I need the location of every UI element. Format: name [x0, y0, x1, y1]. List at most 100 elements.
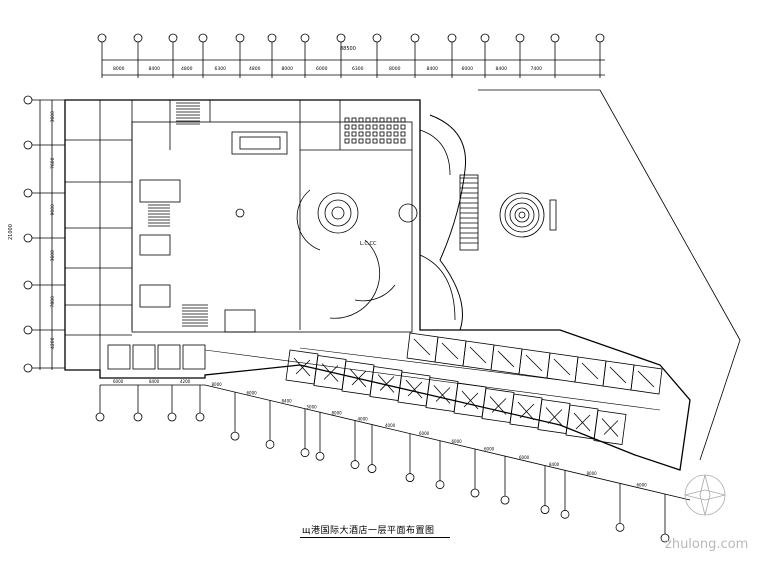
grid-bubble — [300, 33, 310, 43]
plaza-curve — [429, 114, 467, 331]
dimension-label: 6000 — [484, 447, 495, 452]
compass-rose-icon — [684, 474, 726, 516]
dimension-label: 3600 — [50, 250, 56, 262]
grid-bubble — [515, 33, 525, 43]
left-grid-axis — [23, 95, 65, 373]
dimension-label: 8400 — [496, 66, 508, 72]
grid-bubble — [235, 33, 245, 43]
dimension-label: 8000 — [113, 66, 125, 72]
left-total-dimension: 21000 — [8, 224, 14, 240]
dimension-label: 4200 — [50, 337, 56, 349]
dimension-label: 6000 — [316, 66, 328, 72]
guest-room — [107, 344, 131, 370]
grid-bubble — [350, 460, 360, 469]
grid-bubble — [405, 473, 415, 482]
grid-bubble — [133, 412, 143, 422]
grid-bubble — [95, 412, 105, 422]
dimension-label: 7400 — [531, 66, 543, 72]
dimension-label: 6300 — [352, 66, 364, 72]
dimension-label: 8000 — [212, 382, 223, 387]
grid-bubble — [500, 495, 510, 505]
guest-room — [157, 344, 181, 370]
dimension-label: 6000 — [637, 483, 648, 488]
grid-bubble — [540, 505, 550, 514]
grid-bubble — [195, 412, 205, 422]
grid-bubble — [97, 33, 107, 43]
dimension-label: 8400 — [149, 379, 160, 384]
grid-bubble — [23, 188, 33, 198]
dimension-label: 4800 — [181, 66, 193, 72]
dimension-label: 3600 — [50, 111, 56, 123]
dimension-label: 8400 — [282, 399, 293, 404]
dimension-label: 7600 — [50, 157, 56, 169]
grid-bubble — [367, 464, 377, 473]
dimension-label: 4200 — [180, 379, 191, 384]
grid-bubble — [595, 33, 605, 43]
grid-bubble — [435, 480, 445, 490]
dimension-label: 6000 — [113, 379, 124, 384]
grid-bubble — [267, 33, 277, 43]
guest-room — [182, 344, 206, 370]
grid-bubble — [168, 33, 178, 43]
top-grid-axis — [97, 33, 605, 78]
dimension-label: 8400 — [149, 66, 161, 72]
guest-room — [630, 364, 663, 395]
grid-bubble — [410, 33, 420, 43]
fountain — [499, 192, 545, 238]
grid-bubble — [315, 451, 325, 461]
title-underline — [300, 537, 450, 538]
top-total-dimension: 88500 — [340, 46, 356, 52]
grid-bubble — [660, 533, 670, 543]
dimension-label: 8400 — [549, 462, 560, 467]
grid-bubble — [265, 440, 275, 449]
bottom-dimension-chain: 6000 8400 4200 8000 6000 8400 5000 8000 4000 4000… — [95, 379, 670, 543]
grid-bubble — [23, 233, 33, 243]
dimension-label: 6000 — [452, 439, 463, 444]
grid-bubble — [23, 363, 33, 373]
grid-bubble — [470, 488, 480, 498]
watermark: zhulong.com — [665, 537, 749, 552]
drawing-title: щ港国际大酒店一层平面布置图 — [302, 526, 435, 536]
dimension-label: 6000 — [462, 66, 474, 72]
dimension-label: 6000 — [247, 390, 258, 395]
dimension-label: 8000 — [587, 471, 598, 476]
dimension-label: 6000 — [419, 431, 430, 436]
grid-bubble — [23, 325, 33, 335]
grid-bubble — [23, 280, 33, 290]
dimension-label: 4800 — [249, 66, 261, 72]
guest-room — [593, 410, 627, 445]
dimension-label: 6000 — [519, 455, 530, 460]
grid-bubble — [23, 140, 33, 150]
dimension-label: 4000 — [358, 417, 369, 422]
grid-bubble — [133, 33, 143, 43]
dimension-label: 6300 — [215, 66, 227, 72]
grid-bubble — [230, 431, 240, 441]
grid-bubble — [167, 412, 177, 422]
stairs — [148, 102, 208, 327]
dimension-label: 4000 — [385, 423, 396, 428]
grid-bubble — [300, 448, 310, 458]
grid-bubble — [23, 95, 33, 105]
dimension-label: 9000 — [50, 204, 56, 216]
dimension-label: 5000 — [307, 404, 318, 409]
guest-room-wing — [107, 332, 663, 445]
dimension-label: 8000 — [332, 410, 343, 415]
grid-bubble — [480, 33, 490, 43]
grid-bubble — [198, 33, 208, 43]
dimension-label: 8400 — [427, 66, 439, 72]
lobby-label: L.C.CC — [360, 241, 377, 247]
grid-bubble — [447, 33, 457, 43]
restaurant-seating — [344, 117, 406, 144]
grid-bubble — [550, 33, 560, 43]
grid-bubble — [372, 33, 382, 43]
building-outline — [64, 99, 691, 471]
left-dimension-chain: 3600 7600 9000 3600 7800 4200 — [50, 111, 56, 349]
dimension-label: 7800 — [50, 296, 56, 308]
grid-bubble — [336, 33, 346, 43]
grid-bubble — [560, 509, 570, 519]
grid-bubble — [615, 522, 625, 532]
dimension-label: 8000 — [282, 66, 294, 72]
guest-room — [132, 344, 156, 370]
